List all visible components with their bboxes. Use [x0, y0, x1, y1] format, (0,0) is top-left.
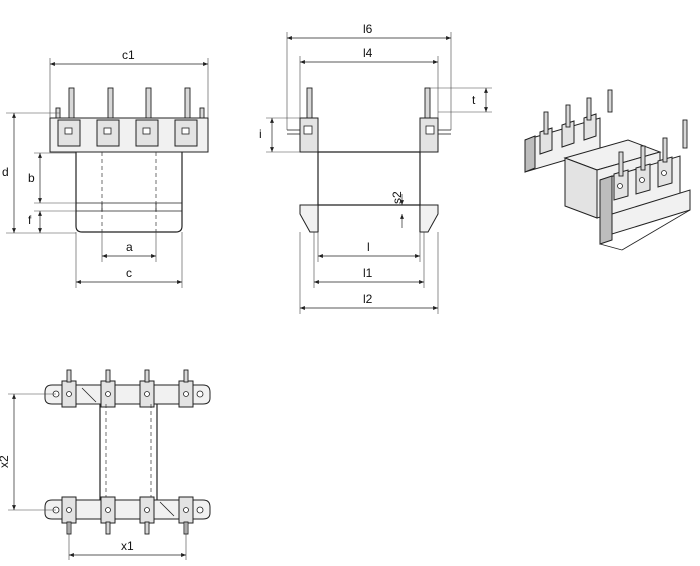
front-view — [49, 87, 209, 233]
front-view-pins — [55, 87, 205, 123]
dim-b-label: b — [28, 171, 35, 185]
dim-x2-label: x2 — [0, 455, 11, 468]
dim-t-label: t — [472, 93, 476, 107]
front-view-dimensions: c1 d b f a c — [2, 48, 209, 288]
dim-c-label: c — [126, 266, 132, 280]
isometric-view — [524, 89, 691, 251]
dim-l6-label: l6 — [363, 22, 373, 36]
side-view — [287, 87, 451, 233]
dim-a-label: a — [126, 240, 133, 254]
top-view — [44, 369, 211, 535]
dim-f-label: f — [28, 213, 32, 227]
dim-c1-label: c1 — [122, 48, 135, 62]
front-view-pin-blocks — [57, 119, 198, 147]
dim-l2-label: l2 — [363, 292, 373, 306]
dim-s2-label: s2 — [390, 191, 404, 204]
dim-l1-label: l1 — [363, 266, 373, 280]
dim-l4-label: l4 — [363, 46, 373, 60]
dim-l-label: l — [367, 240, 370, 254]
top-view-dimensions: x2 x1 — [0, 393, 187, 560]
side-view-dimensions: l6 l4 t i s2 l l1 l2 — [259, 22, 492, 314]
dim-x1-label: x1 — [121, 539, 134, 553]
dim-d-label: d — [2, 165, 9, 179]
dim-i-label: i — [259, 127, 262, 141]
